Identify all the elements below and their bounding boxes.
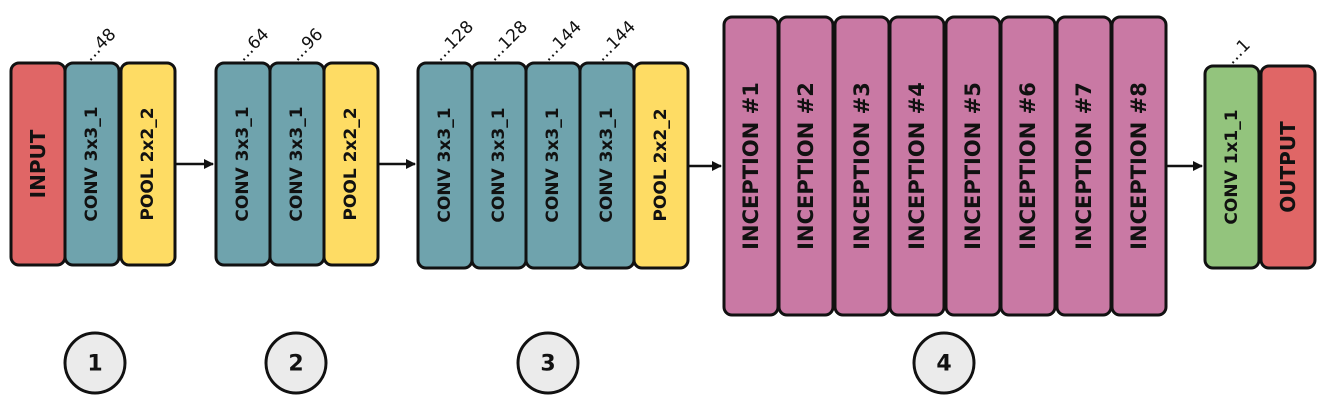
conv-annotation: ...1 [1221,35,1254,68]
conv-annotation: ...144 [537,17,586,66]
inception-block-label: INCEPTION #2 [794,82,818,250]
pool-block [632,61,690,270]
conv-annotation: ...128 [429,17,478,66]
step-number-circle [516,331,580,395]
conv-block [1203,64,1261,270]
pool-block-label: POOL 2x2_2 [341,107,361,220]
inception-block-label: INCEPTION #5 [961,82,985,250]
conv-block-label: CONV 3x3_1 [597,107,617,222]
conv-block-label: CONV 3x3_1 [489,107,509,222]
conv-annotation: ...128 [483,17,532,66]
output-block [1259,64,1317,270]
step-number: 1 [87,352,102,377]
pool-block-label: POOL 2x2_2 [138,107,158,220]
pool-block-label: POOL 2x2_2 [651,108,671,221]
conv-annotation: ...64 [232,25,273,66]
step-number-circle [912,331,976,395]
conv-block-label: CONV 3x3_1 [287,106,307,221]
conv-block-label: CONV 3x3_1 [233,106,253,221]
conv-block-label: CONV 3x3_1 [82,106,102,221]
step-number: 2 [288,352,303,377]
conv-annotation: ...96 [286,25,327,66]
inception-block-label: INCEPTION #8 [1127,82,1151,250]
group-5: CONV 1x1_1 ...1 OUTPUT [1203,35,1317,270]
step-number: 4 [936,352,951,377]
inception-block [888,15,946,317]
group-3: CONV 3x3_1 ...128 CONV 3x3_1 ...128 CONV… [416,17,690,395]
inception-block-label: INCEPTION #4 [905,82,929,250]
input-block-label: INPUT [26,129,50,198]
conv-annotation: ...144 [591,17,640,66]
inception-block-label: INCEPTION #1 [739,82,763,250]
conv-annotation: ...48 [79,25,120,66]
group-1: INPUT CONV 3x3_1 ...48 POOL 2x2_2 1 [9,25,177,395]
inception-block-label: INCEPTION #3 [850,82,874,250]
step-number: 3 [540,352,555,377]
group-2: CONV 3x3_1 ...64 CONV 3x3_1 ...96 POOL 2… [214,25,380,395]
pool-block [119,61,177,267]
conv-block [63,61,121,267]
conv-block-label: CONV 3x3_1 [435,107,455,222]
pool-block [322,61,380,267]
inception-block-label: INCEPTION #6 [1016,82,1040,250]
inception-block-label: INCEPTION #7 [1072,82,1096,250]
step-number-circle [264,331,328,395]
group-4: INCEPTION #1 INCEPTION #2 INCEPTION #3 I… [722,15,1168,395]
conv-block-label: CONV 1x1_1 [1222,109,1242,224]
inception-block [777,15,835,317]
inception-block [999,15,1057,317]
step-number-circle [63,331,127,395]
conv-block-label: CONV 3x3_1 [543,107,563,222]
inception-block [1110,15,1168,317]
output-block-label: OUTPUT [1276,121,1300,213]
